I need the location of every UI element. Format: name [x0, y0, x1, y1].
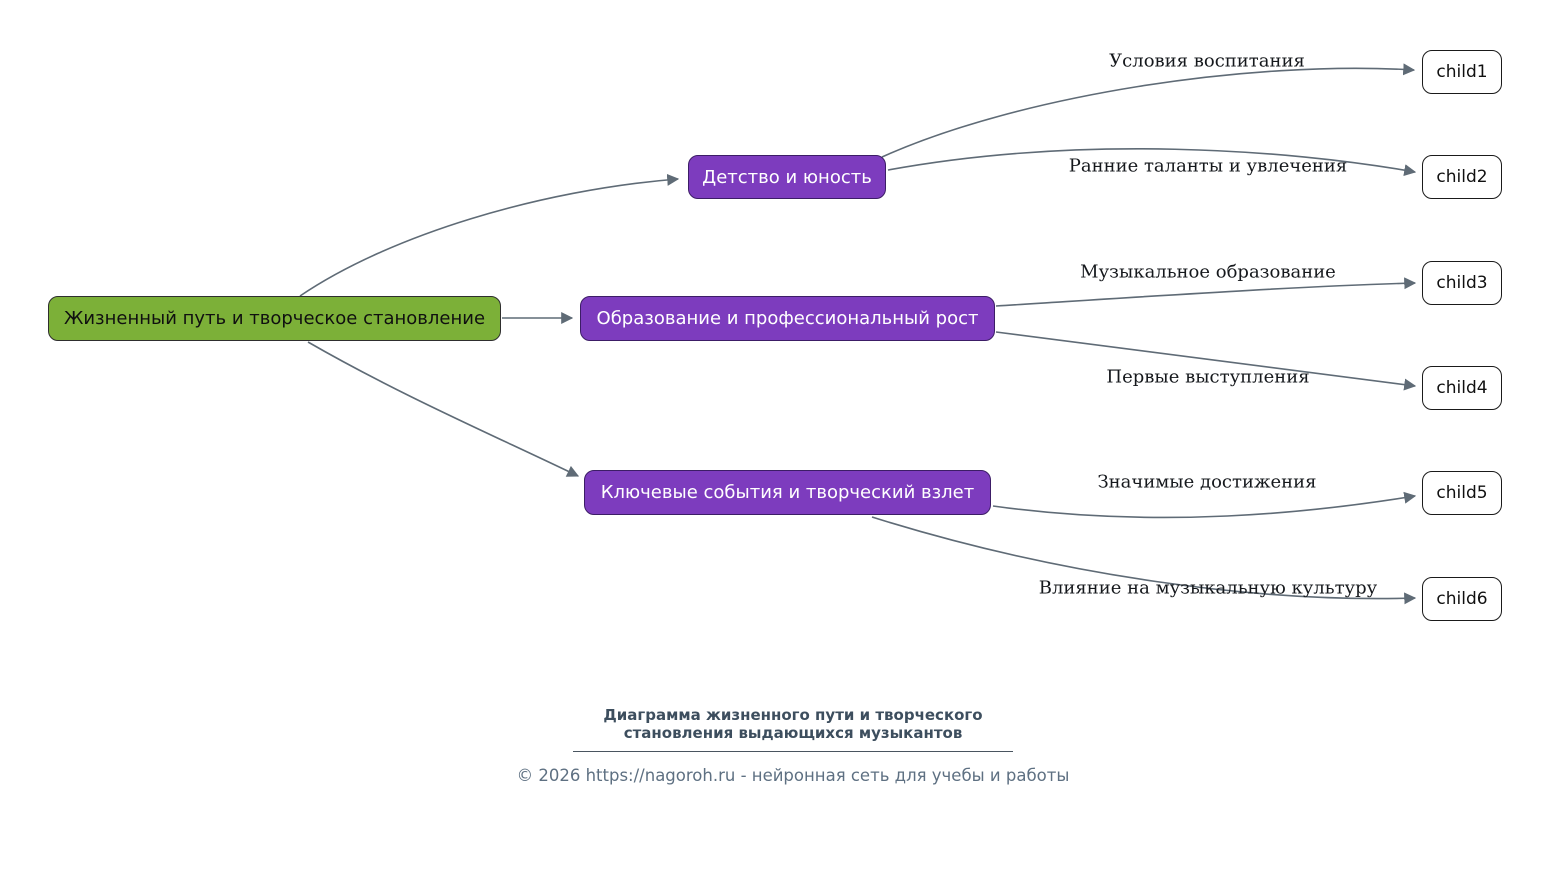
child-node-5: child5: [1422, 471, 1502, 515]
footer: Диаграмма жизненного пути и творческого …: [393, 706, 1193, 785]
edge-label-early-talents: Ранние таланты и увлечения: [1068, 155, 1348, 177]
footer-title-line1: Диаграмма жизненного пути и творческого: [603, 706, 983, 724]
branch-node-childhood: Детство и юность: [688, 155, 886, 199]
edge-label-music-education: Музыкальное образование: [1080, 261, 1336, 283]
footer-copyright: © 2026 https://nagoroh.ru - нейронная се…: [516, 766, 1070, 785]
branch-node-education: Образование и профессиональный рост: [580, 296, 995, 341]
footer-title-line2: становления выдающихся музыкантов: [623, 724, 963, 742]
edge-branch2-child4: [995, 331, 1417, 391]
edge-label-upbringing: Условия воспитания: [1109, 50, 1305, 72]
child-node-4: child4: [1422, 366, 1502, 410]
child-node-1: child1: [1422, 50, 1502, 94]
child-node-6: child6: [1422, 577, 1502, 621]
edge-branch1-child2: [887, 148, 1417, 177]
edge-branch2-child3: [995, 277, 1417, 307]
edge-label-culture-influence: Влияние на музыкальную культуру: [1038, 577, 1378, 599]
child-node-2: child2: [1422, 155, 1502, 199]
branch-node-key-events: Ключевые события и творческий взлет: [584, 470, 991, 515]
footer-divider: [573, 751, 1013, 752]
edge-branch1-child1: [881, 63, 1416, 158]
edge-root-branch1: [299, 173, 680, 297]
child-node-3: child3: [1422, 261, 1502, 305]
edge-branch3-child5: [992, 491, 1417, 519]
footer-title: Диаграмма жизненного пути и творческого …: [393, 706, 1193, 742]
root-node: Жизненный путь и творческое становление: [48, 296, 501, 341]
edge-label-achievements: Значимые достижения: [1097, 471, 1317, 493]
edge-label-first-performances: Первые выступления: [1106, 366, 1310, 388]
edge-branch3-child6: [871, 516, 1417, 605]
edge-root-branch3: [307, 341, 580, 477]
